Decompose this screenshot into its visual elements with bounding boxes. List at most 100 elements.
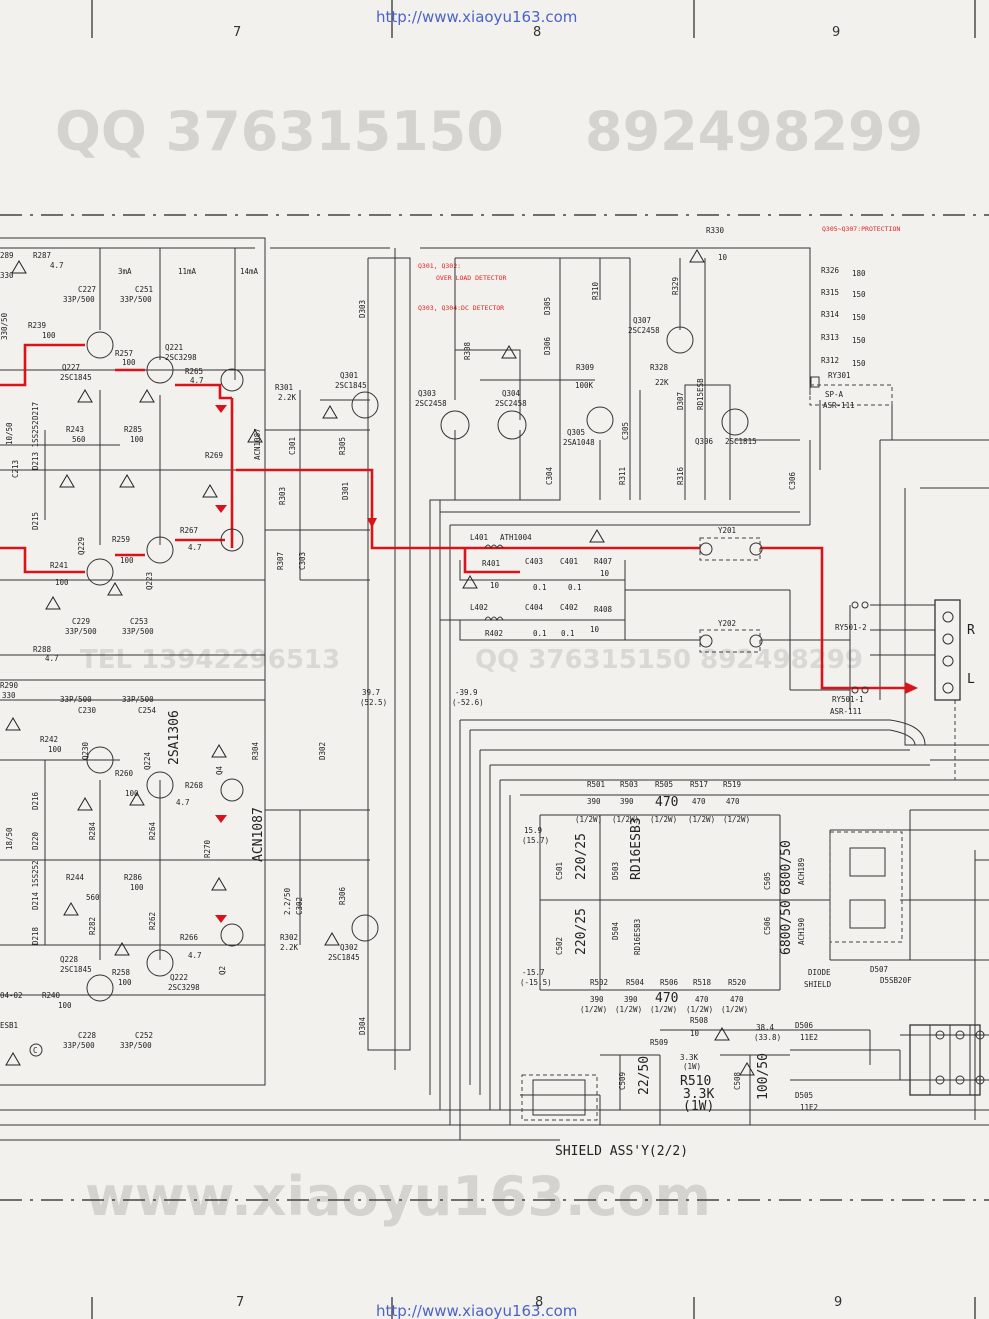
label-q306: Q306	[695, 437, 714, 446]
label-d215: D215	[31, 512, 40, 530]
label-r243-val: 560	[72, 435, 86, 444]
label-r504: R504	[626, 978, 645, 987]
label-w12-a: (1/2W)	[575, 815, 602, 824]
note-dc: Q303, Q304:DC DETECTOR	[418, 304, 504, 312]
label-r401: R401	[482, 559, 500, 568]
label-c228-val: 33P/500	[63, 1041, 95, 1050]
label-q307-part: 2SC2458	[628, 326, 660, 335]
label-r301: R301	[275, 383, 293, 392]
label-q227: Q227	[62, 363, 80, 372]
label-volt-1b: (52.5)	[360, 698, 387, 707]
label-c251: C251	[135, 285, 153, 294]
label-c252-val: 33P/500	[120, 1041, 152, 1050]
label-r266: R266	[180, 933, 199, 942]
label-d214: D214 1SS252	[31, 860, 40, 910]
label-c228: C228	[78, 1031, 97, 1040]
label-d505-val: 11E2	[800, 1103, 818, 1112]
label-r289: 289	[0, 251, 14, 260]
label-d306: D306	[543, 336, 552, 355]
header-url[interactable]: http://www.xiaoyu163.com	[376, 8, 577, 26]
label-d504: D504	[611, 921, 620, 940]
note-overload-2: OVER LOAD DETECTOR	[436, 274, 507, 282]
label-r243: R243	[66, 425, 84, 434]
footer-col-7: 7	[236, 1295, 244, 1310]
label-ry501-1: RY501-1	[832, 695, 864, 704]
label-q222: Q222	[170, 973, 188, 982]
label-ry301: RY301	[828, 371, 851, 380]
label-r508: R508	[690, 1016, 709, 1025]
label-r510-val: 3.3K	[683, 1087, 714, 1102]
label-acn-top: ACN1087	[253, 428, 262, 460]
label-spa: SP-A	[825, 390, 844, 399]
label-r240-val: 100	[58, 1001, 72, 1010]
label-c227: C227	[78, 285, 96, 294]
label-r316: R316	[676, 466, 685, 485]
header-col-7: 7	[233, 25, 241, 40]
label-r287-val: 4.7	[50, 261, 64, 270]
label-d506-val: 11E2	[800, 1033, 818, 1042]
label-c403-val: 0.1	[533, 583, 547, 592]
label-w12-c: (1/2W)	[650, 815, 677, 824]
label-w12-e: (1/2W)	[723, 815, 750, 824]
label-r313: R313	[821, 333, 839, 342]
footer-url[interactable]: http://www.xiaoyu163.com	[376, 1302, 577, 1319]
label-d503-val: RD16ESB3	[629, 817, 644, 880]
label-y202: Y202	[718, 619, 736, 628]
label-channel-r: R	[967, 623, 975, 638]
label-r329: R329	[671, 277, 680, 295]
label-q228: Q228	[60, 955, 79, 964]
label-q222-part: 2SC3298	[168, 983, 200, 992]
label-q4: Q4	[215, 765, 224, 775]
label-d305: D305	[543, 297, 552, 315]
label-r308: R308	[463, 341, 472, 360]
watermark-qq-mid: QQ 376315150 892498299	[475, 645, 863, 675]
footer-col-8: 8	[535, 1295, 543, 1310]
label-c254-val: 33P/500	[122, 695, 154, 704]
label-r288: R288	[33, 645, 52, 654]
label-c253-val: 33P/500	[122, 627, 154, 636]
label-r520-val: 470	[730, 995, 744, 1004]
label-c501: C501	[555, 862, 564, 880]
label-acn-bottom: ACN1087	[251, 807, 266, 862]
label-l402: L402	[470, 603, 488, 612]
label-r506: R506	[660, 978, 679, 987]
watermark-tel: TEL 13942296513	[80, 645, 340, 675]
label-d307-val: RD15ESB	[696, 378, 705, 410]
label-d213: D213 1SS252	[31, 420, 40, 470]
label-ry501-2: RY501-2	[835, 623, 867, 632]
label-vm157: -15.7	[522, 968, 545, 977]
label-r302: R302	[280, 933, 298, 942]
label-r510-w: (1W)	[683, 1099, 714, 1114]
label-r407-val: 10	[600, 569, 610, 578]
footer-col-9: 9	[834, 1295, 842, 1310]
label-v159b: (15.7)	[522, 836, 549, 845]
label-r239-val: 100	[42, 331, 56, 340]
label-c506: C506	[763, 916, 772, 935]
label-r240: R240	[42, 991, 61, 1000]
label-q223: Q223	[145, 572, 154, 590]
label-r504-val: 390	[624, 995, 638, 1004]
label-q228-part: 2SC1845	[60, 965, 92, 974]
label-volt-1: 39.7	[362, 688, 380, 697]
label-q303: Q303	[418, 389, 436, 398]
label-r257-val: 100	[122, 358, 136, 367]
label-q303-part: 2SC2458	[415, 399, 447, 408]
watermark-qq-left: QQ 376315150	[55, 100, 504, 163]
label-r509-w: (1W)	[683, 1062, 701, 1071]
label-ach190: ACH190	[797, 917, 806, 945]
label-d303: D303	[358, 300, 367, 318]
label-c252: C252	[135, 1031, 153, 1040]
label-c301: C301	[288, 437, 297, 455]
label-c254: C254	[138, 706, 157, 715]
component-labels: R287 4.7 289 330 R239 100 C227 33P/500 C…	[0, 226, 975, 1159]
label-cur-3ma: 3mA	[118, 267, 132, 276]
wiring	[0, 237, 989, 1141]
label-r314-val: 150	[852, 313, 866, 322]
label-r282: R282	[88, 917, 97, 935]
label-r326: R326	[821, 266, 840, 275]
label-c303: C303	[298, 552, 307, 570]
label-c508: C508	[733, 1071, 742, 1090]
label-c509: C509	[618, 1072, 627, 1090]
label-volt-2: -39.9	[455, 688, 478, 697]
label-r312: R312	[821, 356, 839, 365]
